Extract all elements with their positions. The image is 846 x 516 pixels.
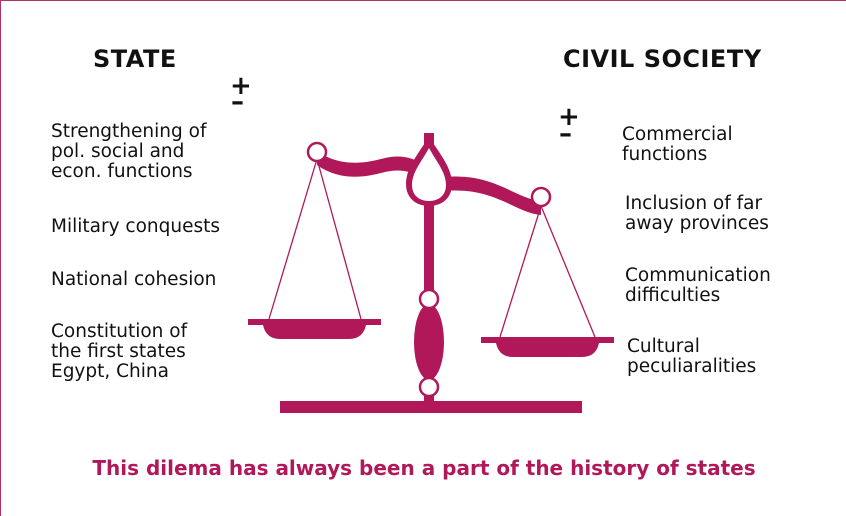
society-item-commercial: Commercial functions	[622, 124, 733, 165]
lower-post-knob	[418, 376, 440, 398]
right-pan-bowl	[496, 343, 599, 357]
state-item-cohesion: National cohesion	[51, 269, 217, 290]
right-minus-sign: –	[559, 119, 572, 149]
state-item-constitution: Constitution of the first states Egypt, …	[51, 321, 188, 382]
right-plus-sign: +	[558, 102, 580, 132]
state-heading: STATE	[93, 45, 177, 73]
upper-post-knob	[418, 288, 440, 310]
left-pan-rim	[248, 319, 381, 325]
left-plus-sign: +	[230, 71, 252, 101]
state-item-military: Military conquests	[51, 216, 221, 237]
society-item-communication: Communication difficulties	[625, 265, 771, 306]
right-pan-rim	[481, 337, 614, 343]
left-minus-sign: –	[231, 87, 244, 117]
scale-center-ellipse	[414, 304, 444, 380]
society-item-cultural: Cultural peculiaralities	[627, 336, 757, 377]
right-beam-knob	[530, 186, 552, 208]
scale-base	[280, 401, 582, 413]
left-pan-bowl	[263, 325, 366, 339]
society-item-provinces: Inclusion of far away provinces	[625, 193, 769, 234]
left-beam-knob	[306, 141, 328, 163]
civil-society-heading: CIVIL SOCIETY	[563, 45, 762, 73]
scale-post	[424, 133, 434, 403]
state-item-functions: Strengthening of pol. social and econ. f…	[51, 121, 207, 182]
footer-statement: This dilema has always been a part of th…	[92, 456, 756, 480]
